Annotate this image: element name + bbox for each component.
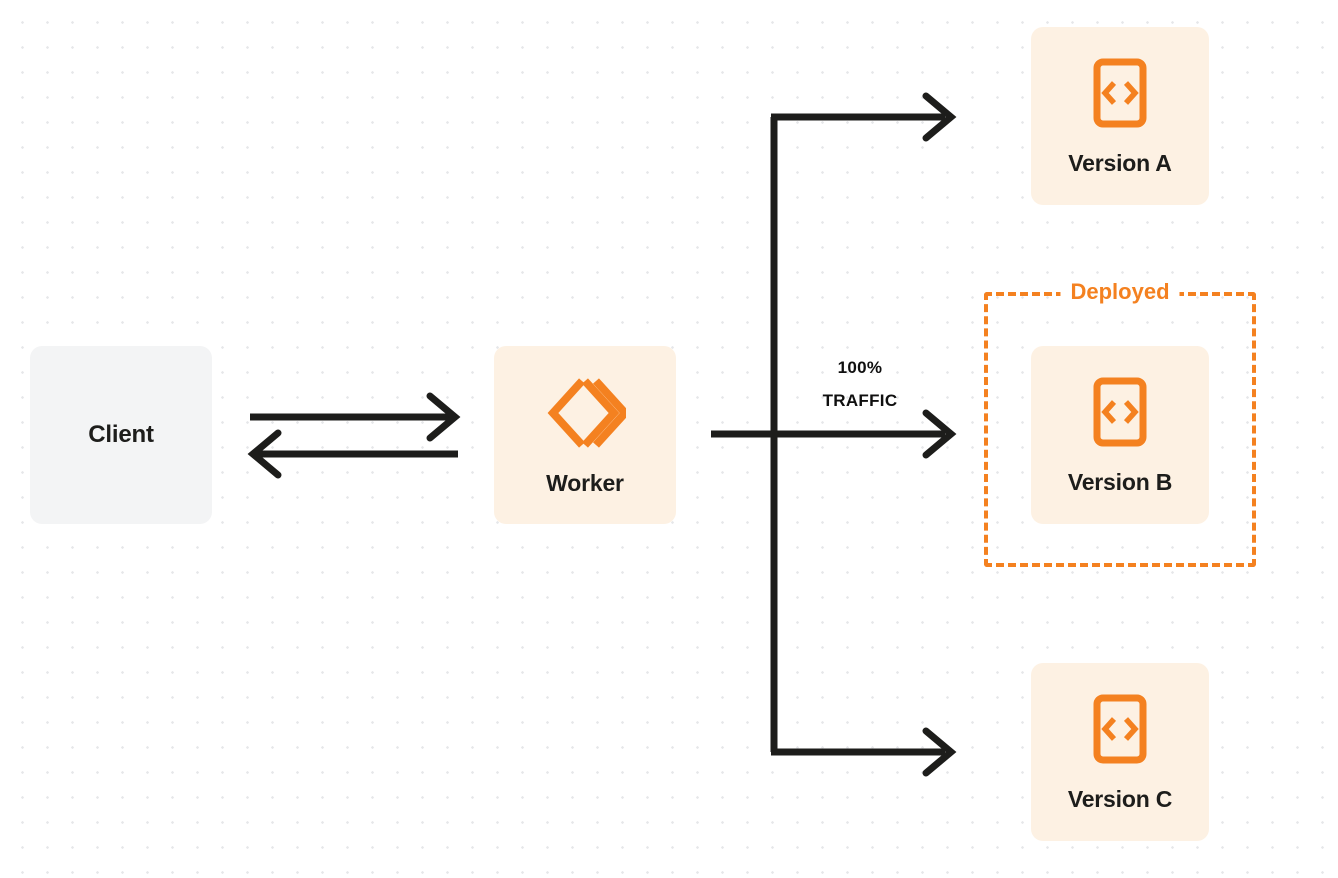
edge-worker-to-version-c <box>771 727 957 777</box>
group-deployed-label: Deployed <box>1060 279 1180 305</box>
edge-worker-to-version-b <box>711 409 957 459</box>
code-document-icon <box>1092 376 1148 453</box>
group-deployed: Deployed <box>984 279 1256 567</box>
node-version-c[interactable]: Version C <box>1031 663 1209 841</box>
node-client-label: Client <box>88 421 154 448</box>
node-version-a-label: Version A <box>1068 150 1172 176</box>
cloudflare-workers-logo-icon <box>544 375 631 456</box>
node-version-b-label: Version B <box>1067 469 1173 495</box>
traffic-word: TRAFFIC <box>822 391 898 411</box>
edge-worker-to-version-a <box>771 92 957 142</box>
edge-worker-to-client <box>247 429 458 479</box>
node-version-b[interactable]: Version B <box>1031 346 1209 524</box>
traffic-percent: 100% <box>837 358 883 377</box>
edge-client-to-worker <box>250 392 461 442</box>
node-worker-label: Worker <box>546 470 624 496</box>
code-document-icon <box>1092 57 1148 134</box>
code-document-icon <box>1092 693 1148 770</box>
traffic-label: 100% TRAFFIC <box>790 351 930 417</box>
node-version-a[interactable]: Version A <box>1031 27 1209 205</box>
node-worker[interactable]: Worker <box>494 346 676 524</box>
node-version-c-label: Version C <box>1067 786 1173 812</box>
node-client[interactable]: Client <box>30 346 212 524</box>
